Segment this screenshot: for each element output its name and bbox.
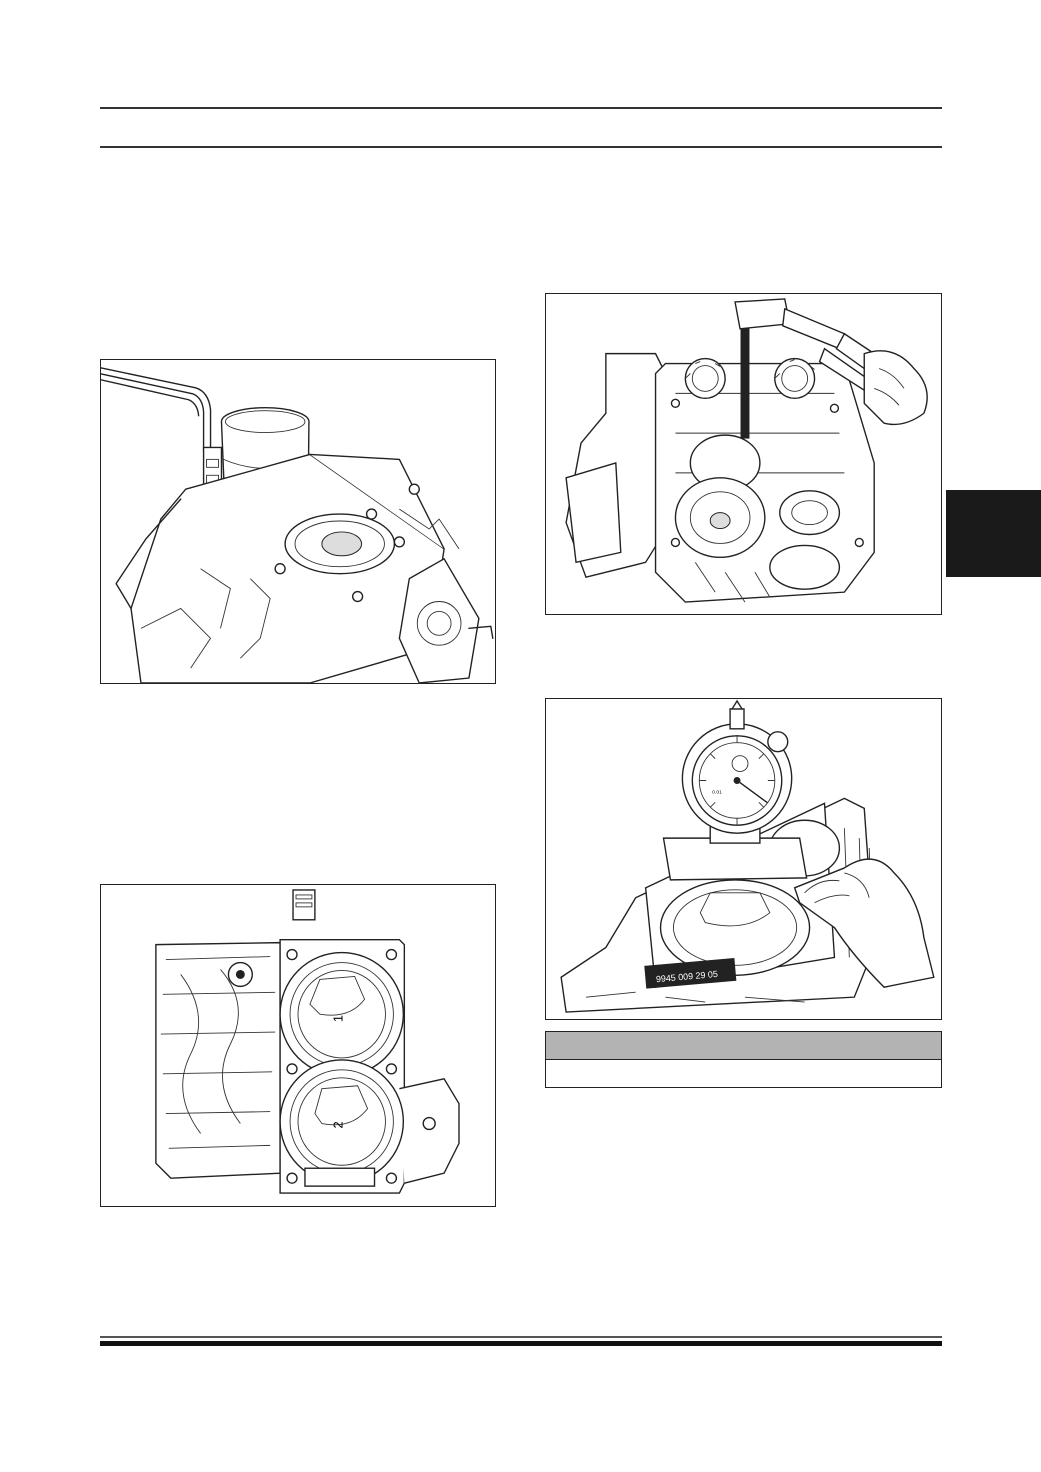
dial-gauge-illustration: 0.01 9945 009 29 05	[560, 699, 935, 1013]
footer-rule-thin	[100, 1336, 942, 1338]
figure-piston-ring-compressor	[100, 359, 496, 684]
crankcase-torque-illustration	[565, 298, 928, 603]
cylinder-block-illustration: 1 2	[155, 889, 460, 1194]
cylinder-2-label: 2	[331, 1121, 346, 1128]
figure-cylinder-block-top-view: 1 2	[100, 884, 496, 1207]
spec-table-value	[546, 1060, 941, 1087]
dial-gauge-scale-label: 0.01	[712, 789, 722, 795]
footer-rule-thick	[100, 1341, 942, 1346]
header-rule-bottom	[100, 146, 942, 148]
header-rule-top	[100, 107, 942, 109]
spec-table-heading	[546, 1032, 941, 1060]
header-title	[100, 112, 942, 142]
figure-crankcase-torque-wrench	[545, 293, 942, 615]
section-thumb-tab	[946, 490, 1041, 577]
figure-dial-gauge-measurement: 0.01 9945 009 29 05	[545, 698, 942, 1020]
piston-ring-compressor-illustration	[101, 367, 494, 683]
cylinder-1-label: 1	[331, 1015, 346, 1022]
footer-text	[100, 1350, 942, 1370]
spec-table	[545, 1031, 942, 1088]
